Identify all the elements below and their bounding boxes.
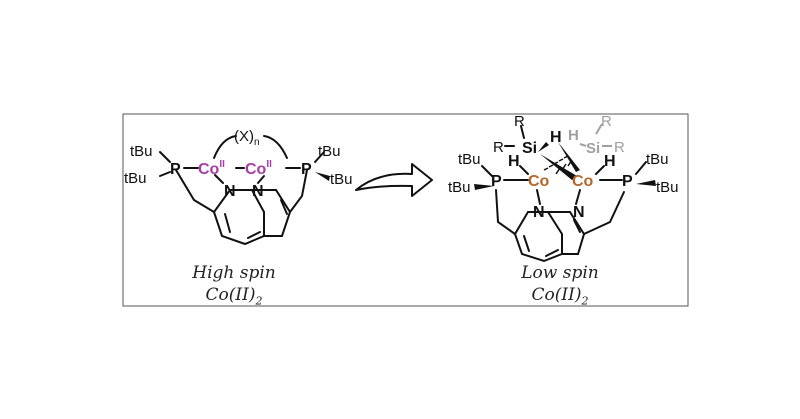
nitrogen-label: N xyxy=(573,204,585,221)
faded-silicon-label: Si xyxy=(586,140,600,157)
tbu-label: tBu xyxy=(124,170,147,187)
wedge-bond xyxy=(315,172,330,181)
spin-state-label: Low spin xyxy=(521,263,599,283)
si-h-wedge xyxy=(538,142,549,152)
wedge-bond xyxy=(474,184,494,190)
reaction-arrow xyxy=(355,163,433,197)
tbu-label: tBu xyxy=(458,151,481,168)
wedge-bond xyxy=(636,180,656,186)
hydride-label: H xyxy=(508,153,520,170)
faded-silane xyxy=(579,123,612,147)
cobalt-label: CoII xyxy=(198,159,225,178)
scheme-frame xyxy=(122,113,689,307)
phosphorus-label: P xyxy=(491,173,502,190)
cobalt-label: Co xyxy=(528,173,550,190)
nitrogen-label: N xyxy=(533,204,545,221)
faded-r-label: R xyxy=(601,113,612,130)
oxidation-state-label: Co(II)2 xyxy=(205,285,263,308)
r-group-label: R xyxy=(493,139,504,156)
high-spin-complex xyxy=(159,135,325,246)
tbu-label: tBu xyxy=(318,143,341,160)
tbu-label: tBu xyxy=(130,143,153,160)
faded-r-label: R xyxy=(614,139,625,156)
faded-hydride-label: H xyxy=(568,127,579,144)
cobalt-label: CoII xyxy=(245,159,272,178)
tbu-label: tBu xyxy=(330,171,353,188)
tbu-label: tBu xyxy=(448,179,471,196)
r-group-label: R xyxy=(514,113,525,130)
cobalt-label: Co xyxy=(572,173,594,190)
spin-state-label: High spin xyxy=(192,263,276,283)
h-co-wedge xyxy=(558,142,580,172)
left-caption: High spin Co(II)2 xyxy=(154,262,314,312)
phosphorus-label: P xyxy=(170,161,181,178)
low-spin-complex xyxy=(481,125,647,263)
nitrogen-label: N xyxy=(252,183,264,200)
tbu-label: tBu xyxy=(646,151,669,168)
phosphorus-label: P xyxy=(622,173,633,190)
hydride-label: H xyxy=(604,153,616,170)
nitrogen-label: N xyxy=(224,183,236,200)
bridging-ligand-label: (X)n xyxy=(234,128,260,148)
right-caption: Low spin Co(II)2 xyxy=(480,262,640,312)
tbu-label: tBu xyxy=(656,179,679,196)
silicon-label: Si xyxy=(522,140,537,157)
oxidation-state-label: Co(II)2 xyxy=(531,285,589,308)
si-co-wedge xyxy=(540,154,577,180)
hydride-label: H xyxy=(550,129,562,146)
hashed-bond xyxy=(543,155,573,175)
phosphorus-label: P xyxy=(301,161,312,178)
